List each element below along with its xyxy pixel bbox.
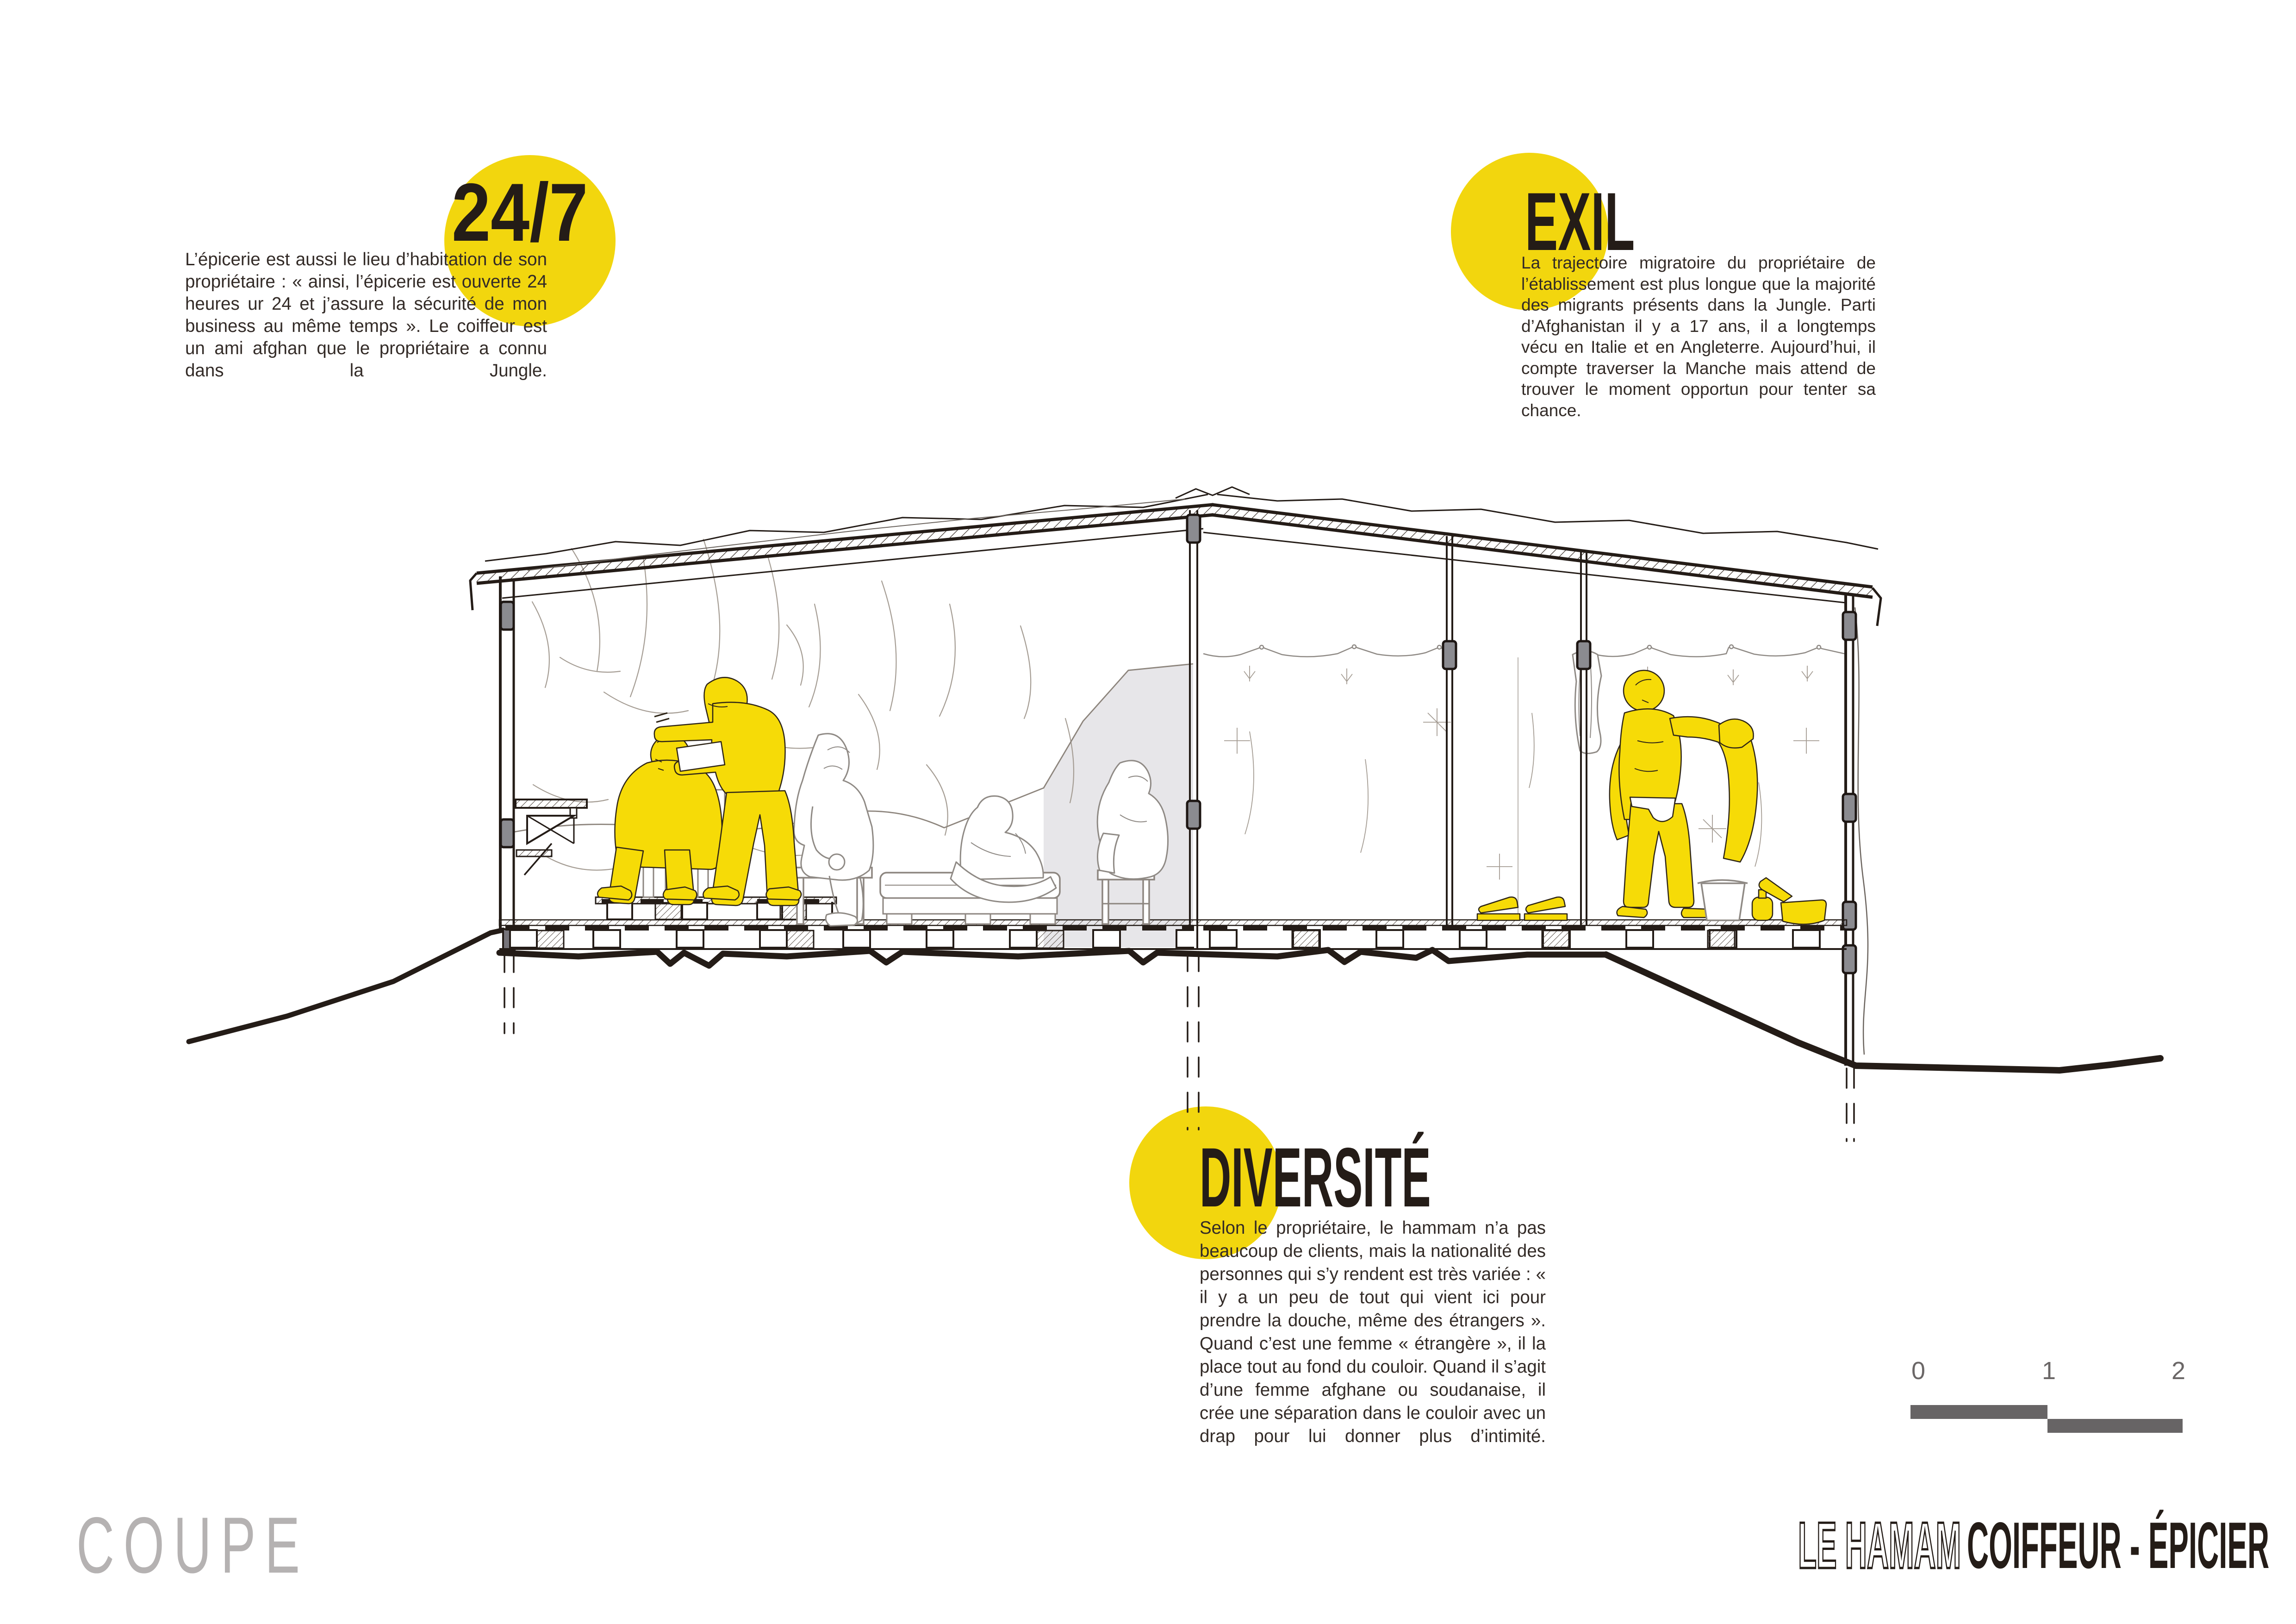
- bathing-man-figure: [1609, 669, 1758, 918]
- annotation-exil: EXIL La trajectoire migratoire du propri…: [1451, 148, 1886, 420]
- tarp-wrinkle-lines: [531, 538, 1075, 871]
- bathing-man-briefs: [1629, 796, 1676, 822]
- paragraph-diversite: Selon le propriétaire, le hammam n’a pas…: [1200, 1218, 1546, 1446]
- section-drawing: [186, 486, 2164, 1142]
- heading-exil: EXIL: [1525, 175, 1635, 268]
- yellow-circle-diversite: [1129, 1106, 1282, 1259]
- scale-bar-segment-1: [1910, 1405, 2047, 1419]
- heading-247: 24/7: [451, 166, 588, 258]
- barber-paper: [676, 741, 726, 772]
- walls-and-posts: [499, 510, 1854, 1066]
- scale-label-0: 0: [1911, 1357, 1926, 1385]
- barber-client-figure: [597, 734, 723, 906]
- drawing-type-label: COUPE: [76, 1501, 309, 1590]
- flip-flops: [1476, 896, 1568, 921]
- man-sitting-cross-legged-on-bed: [950, 795, 1057, 903]
- outline-figures: [793, 733, 1169, 927]
- scale-bar-segment-2: [2047, 1419, 2183, 1433]
- scale-label-2: 2: [2172, 1357, 2186, 1385]
- ground-profile: [186, 927, 2164, 1142]
- bucket: [1697, 879, 1748, 921]
- scale-label-1: 1: [2042, 1357, 2056, 1385]
- scale-bar: 0 1 2: [1898, 1356, 2203, 1440]
- tarp-fixing-clips: [499, 513, 1857, 974]
- project-title-solid: COIFFEUR - ÉPICIER: [1966, 1509, 2269, 1582]
- yellow-circle-exil: [1451, 153, 1608, 310]
- hooded-man-on-bench: [793, 733, 874, 927]
- heading-diversite: DIVERSITÉ: [1200, 1130, 1431, 1224]
- project-title-outline: LE HAMAM: [1798, 1509, 1961, 1582]
- yellow-circle-247: [444, 155, 616, 326]
- roof: [469, 486, 1882, 1055]
- annotation-247: 24/7 L’épicerie est aussi le lieu d’habi…: [185, 139, 616, 389]
- shampoo-bottle: [1751, 889, 1773, 921]
- hooded-man-on-stool: [1096, 760, 1169, 880]
- wall-table: [515, 799, 588, 876]
- paragraph-247: L’épicerie est aussi le lieu d’habitatio…: [185, 250, 547, 381]
- highlighted-figures: [597, 669, 1827, 925]
- project-title: LE HAMAMCOIFFEUR - ÉPICIER: [1798, 1512, 2269, 1580]
- plastic-sheet-walls: [1203, 644, 1845, 919]
- water-scoop: [1758, 877, 1827, 925]
- paragraph-exil: La trajectoire migratoire du propriétair…: [1521, 253, 1876, 420]
- annotation-diversite: DIVERSITÉ Selon le propriétaire, le hamm…: [1129, 1106, 1564, 1458]
